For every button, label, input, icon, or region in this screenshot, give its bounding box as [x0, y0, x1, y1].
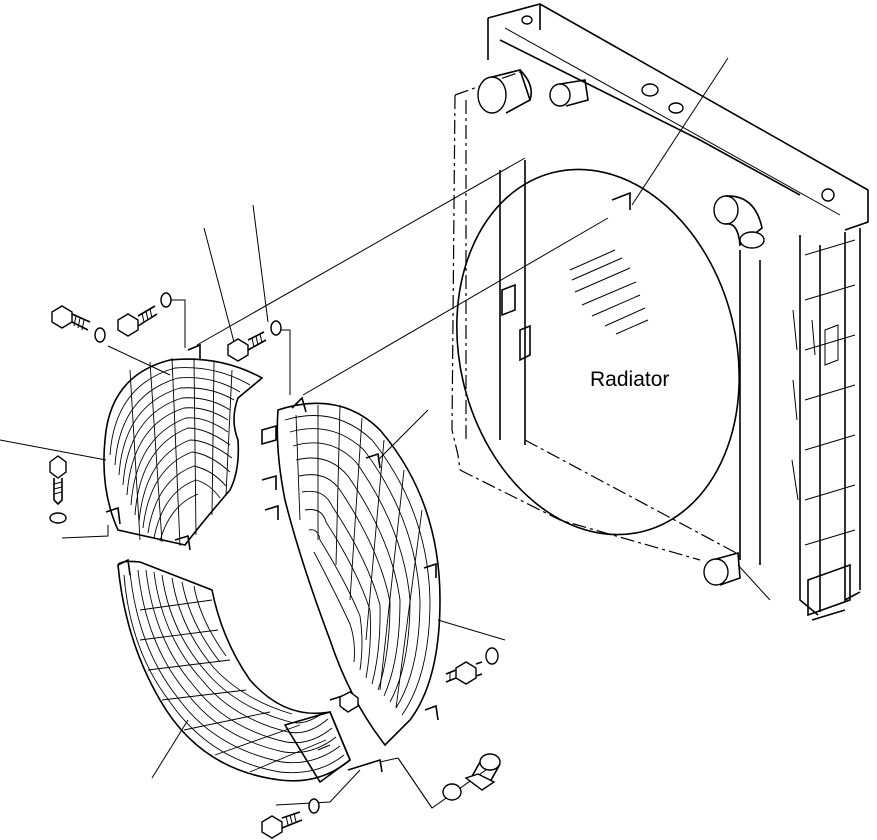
bolt-icon: [445, 661, 483, 685]
leader-lines: [0, 57, 729, 809]
washer-icon: [94, 327, 106, 343]
right-elbow-fitting: [713, 195, 765, 249]
washer-icon: [485, 647, 499, 665]
nut-icon: [339, 691, 359, 713]
washer-icon: [270, 320, 282, 336]
washer-icon: [308, 798, 320, 814]
right-shroud-section: [264, 396, 441, 747]
upper-left-shroud-section: [103, 343, 277, 551]
bolt-icon: [464, 753, 501, 791]
bolt-icon: [261, 811, 303, 839]
washer-icon: [49, 512, 67, 524]
radiator-assembly: [451, 3, 869, 621]
upper-hose-inlet: [477, 69, 533, 114]
washer-icon: [442, 783, 462, 801]
lower-left-shroud-section: [117, 558, 383, 784]
hardware-fasteners: [49, 292, 501, 839]
bolt-icon: [117, 305, 158, 337]
bolt-icon: [49, 455, 67, 506]
bolt-icon: [51, 305, 91, 331]
radiator-label: Radiator: [590, 368, 669, 391]
bolt-icon: [227, 331, 267, 362]
lower-hose-outlet: [703, 551, 771, 601]
washer-icon: [160, 292, 172, 308]
radiator-fan-opening: [456, 168, 740, 536]
